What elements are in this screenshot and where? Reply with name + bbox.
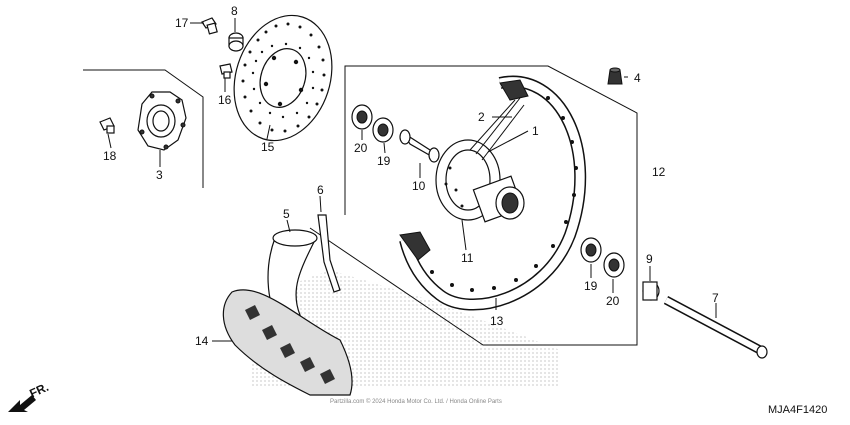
collar[interactable] <box>228 32 244 52</box>
callout-20-right: 20 <box>606 294 620 308</box>
flange-bolt[interactable] <box>99 117 115 134</box>
bearing-right-inner[interactable] <box>580 237 602 263</box>
callout-10: 10 <box>412 179 426 193</box>
valve-cap[interactable] <box>607 67 623 85</box>
inner-tube[interactable] <box>267 229 318 326</box>
hub-flange[interactable] <box>137 91 187 151</box>
front-label: FR. <box>27 380 50 401</box>
callout-8: 8 <box>231 4 238 18</box>
copyright-watermark: Partzilla.com © 2024 Honda Motor Co. Ltd… <box>330 398 502 405</box>
distance-collar[interactable] <box>399 129 440 163</box>
callout-13: 13 <box>490 314 504 328</box>
rim-band[interactable] <box>317 214 341 293</box>
callout-labels: 17 8 16 15 18 3 4 2 1 20 19 10 12 11 6 5… <box>103 4 719 348</box>
flange-frame <box>83 69 204 188</box>
callout-14: 14 <box>195 334 209 348</box>
spoke-set[interactable] <box>469 97 525 161</box>
callout-20-left: 20 <box>354 141 368 155</box>
callout-6: 6 <box>317 183 324 197</box>
front-axle[interactable] <box>663 296 768 359</box>
callout-19-right: 19 <box>584 279 598 293</box>
callout-2: 2 <box>478 110 485 124</box>
brake-disc[interactable] <box>219 3 348 154</box>
callout-18: 18 <box>103 149 117 163</box>
disc-bolt[interactable] <box>201 17 218 35</box>
callout-11: 11 <box>461 251 474 265</box>
bearing-right-outer[interactable] <box>603 252 625 278</box>
callout-16: 16 <box>218 93 232 107</box>
side-collar[interactable] <box>642 281 660 301</box>
leader-lines <box>107 18 717 342</box>
callout-3: 3 <box>156 168 163 182</box>
callout-17: 17 <box>175 16 189 30</box>
callout-15: 15 <box>261 140 275 154</box>
front-direction-indicator: FR. <box>8 380 51 412</box>
callout-19-left: 19 <box>377 154 391 168</box>
tire[interactable] <box>222 289 353 396</box>
callout-12: 12 <box>652 165 666 179</box>
callout-9: 9 <box>646 252 653 266</box>
front-arrow-icon <box>8 395 36 412</box>
diagram-code: MJA4F1420 <box>768 404 827 416</box>
wheel-rim[interactable] <box>399 75 587 311</box>
bearing-left-inner[interactable] <box>372 117 394 143</box>
callout-7: 7 <box>712 291 719 305</box>
callout-1: 1 <box>532 124 539 138</box>
callout-4: 4 <box>634 71 641 85</box>
wheel-assembly-frame <box>309 65 638 346</box>
wheel-hub[interactable] <box>435 139 525 223</box>
bearing-left-outer[interactable] <box>351 104 373 130</box>
small-bolt[interactable] <box>219 63 233 79</box>
callout-5: 5 <box>283 207 290 221</box>
